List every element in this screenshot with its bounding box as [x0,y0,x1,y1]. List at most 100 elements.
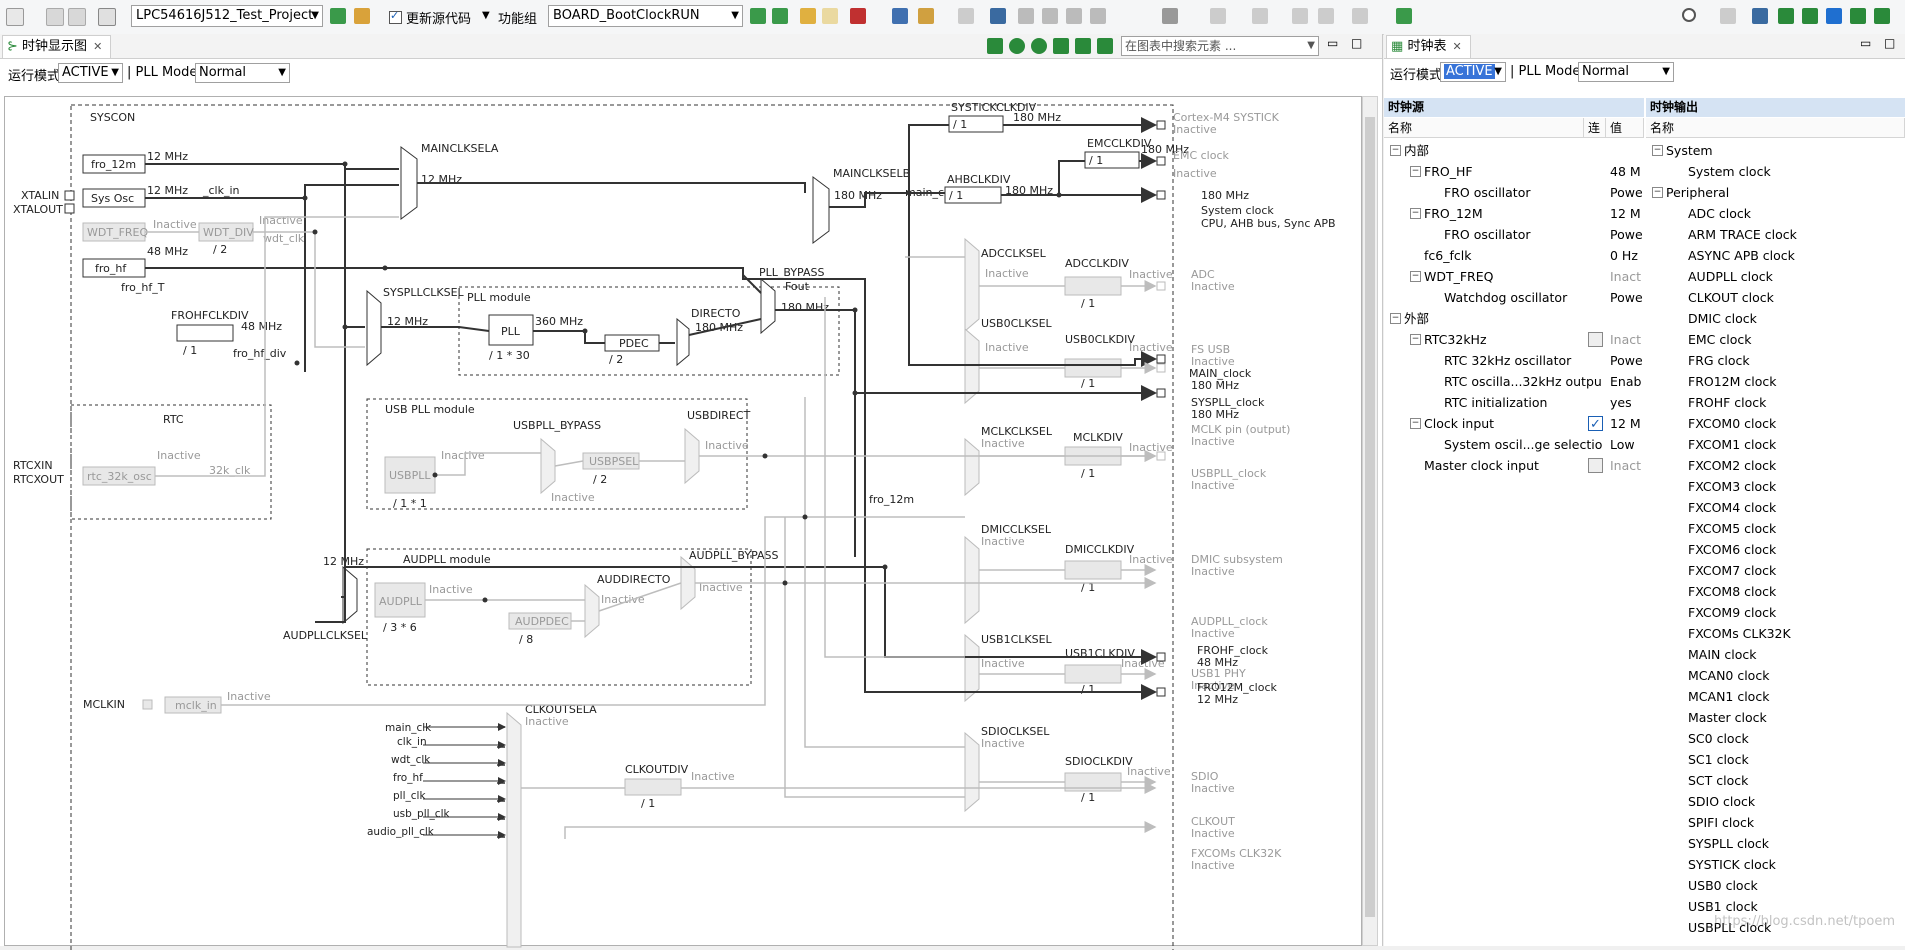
nav-back-icon[interactable] [1318,8,1334,24]
output-row[interactable]: ADC clock [1646,203,1905,224]
audpllclksel-mux[interactable] [342,565,358,625]
sdioclksel-mux[interactable] [964,731,980,813]
dropdown-arrow-icon[interactable]: ▼ [482,10,490,21]
pll-bypass-mux[interactable] [760,277,776,335]
source-value[interactable]: 12 M [1610,206,1641,221]
output-row[interactable]: FXCOM9 clock [1646,602,1905,623]
output-row[interactable]: FROHF clock [1646,392,1905,413]
tree-collapse-icon[interactable]: − [1410,418,1421,429]
zoom-in-icon[interactable] [1009,38,1025,54]
out-usb1-phy[interactable]: USB1 PHY [1191,667,1246,680]
output-row[interactable]: FXCOM6 clock [1646,539,1905,560]
peripheral-perspective-icon[interactable] [1874,8,1890,24]
source-value[interactable]: Low [1610,437,1635,452]
table-icon[interactable] [772,8,788,24]
output-row[interactable]: System clock [1646,161,1905,182]
output-row[interactable]: FXCOM7 clock [1646,560,1905,581]
pll-block[interactable] [488,314,534,346]
auddirecto-mux[interactable] [584,583,600,639]
tree-collapse-icon[interactable]: − [1652,187,1663,198]
search-icon[interactable] [1682,8,1696,22]
upload-icon[interactable] [1252,8,1268,24]
undo-icon[interactable] [800,8,816,24]
update-code-checkbox[interactable] [389,9,402,24]
out-dmic[interactable]: DMIC subsystem [1191,553,1283,566]
source-value[interactable]: Powe [1610,227,1643,242]
output-row[interactable]: FRO12M clock [1646,371,1905,392]
pins-icon[interactable] [850,8,866,24]
connected-checkbox[interactable] [1588,332,1603,347]
clocks-perspective-icon[interactable] [1778,8,1794,24]
dmicclkdiv-block[interactable] [1064,560,1122,580]
usb1clkdiv-block[interactable] [1064,664,1122,684]
tab-clock-table[interactable]: ▦ 时钟表✕ [1386,35,1471,58]
source-row[interactable]: −Clock input12 M [1384,413,1644,435]
layers-icon[interactable] [1162,8,1178,24]
waveform-icon[interactable] [1826,8,1842,24]
run-mode-select[interactable]: ACTIVE▼ [58,63,123,83]
output-row[interactable]: FXCOM1 clock [1646,434,1905,455]
source-value[interactable]: Powe [1610,353,1643,368]
output-row[interactable]: SPIFI clock [1646,812,1905,833]
usbpll-bypass-mux[interactable] [540,437,556,495]
source-value[interactable]: 12 M [1610,416,1641,431]
mclkclksel-mux[interactable] [964,437,980,497]
output-row[interactable]: USBPLL clock [1646,917,1905,938]
output-row[interactable]: −System [1646,140,1905,161]
out-mclk-pin[interactable]: MCLK pin (output) [1191,423,1290,436]
col-output-name[interactable]: 名称 [1646,118,1905,138]
out-syspll-clock[interactable]: SYSPLL_clock [1191,396,1265,409]
close-icon[interactable]: ✕ [93,40,103,53]
dmicclksel-mux[interactable] [964,535,980,625]
source-value[interactable]: Powe [1610,185,1643,200]
source-row[interactable]: −外部 [1384,308,1644,329]
output-row[interactable]: SC1 clock [1646,749,1905,770]
syspllclksel-mux[interactable] [366,289,382,367]
source-value[interactable]: yes [1610,395,1632,410]
monitor-icon[interactable] [990,8,1006,24]
connected-checkbox[interactable] [1588,458,1603,473]
directo-mux[interactable] [676,317,690,367]
zoom-out-icon[interactable] [1031,38,1047,54]
tree-collapse-icon[interactable]: − [1410,208,1421,219]
diagram-scrollbar-thumb[interactable] [1365,117,1375,917]
tree-collapse-icon[interactable]: − [1390,145,1401,156]
diagram-search-input[interactable]: 在图表中搜索元素 ...▼ [1121,36,1319,56]
out-systick[interactable]: Cortex-M4 SYSTICK [1173,111,1280,124]
clkoutsela-mux[interactable] [506,711,522,948]
xtalin-pad[interactable] [64,190,75,201]
align-icon[interactable] [1018,8,1034,24]
source-value[interactable]: 0 Hz [1610,248,1638,263]
out-audpll-clock[interactable]: AUDPLL_clock [1191,615,1268,628]
link-icon[interactable] [1090,8,1106,24]
grid-icon[interactable] [1042,8,1058,24]
mainclksela-mux[interactable] [400,146,418,220]
output-row[interactable]: FXCOM2 clock [1646,455,1905,476]
output-row[interactable]: EMC clock [1646,329,1905,350]
out-emc[interactable]: EMC clock [1173,149,1230,162]
project-select[interactable]: LPC54616J512_Test_Project▼ [131,5,323,27]
frohfclkdiv-block[interactable] [176,324,234,342]
pins-perspective-icon[interactable] [1802,8,1818,24]
external-icon[interactable] [1396,8,1412,24]
pll-mode-select[interactable]: Normal▼ [1578,62,1674,82]
minimize-icon[interactable]: ▭ [1327,36,1339,50]
output-row[interactable]: SYSPLL clock [1646,833,1905,854]
clock-diagram-canvas[interactable]: SYSCON XTALIN XTALOUT fro_12m 12 MHz Sys… [4,96,1362,950]
tree-collapse-icon[interactable]: − [1410,271,1421,282]
output-row[interactable]: FXCOM5 clock [1646,518,1905,539]
output-row[interactable]: SCT clock [1646,770,1905,791]
minimize-icon[interactable]: ▭ [1860,36,1872,50]
xtalout-pad[interactable] [64,203,75,214]
export-icon[interactable] [354,8,370,24]
usb1clksel-mux[interactable] [964,633,980,703]
out-clkout[interactable]: CLKOUT [1191,815,1235,828]
output-row[interactable]: FXCOM0 clock [1646,413,1905,434]
